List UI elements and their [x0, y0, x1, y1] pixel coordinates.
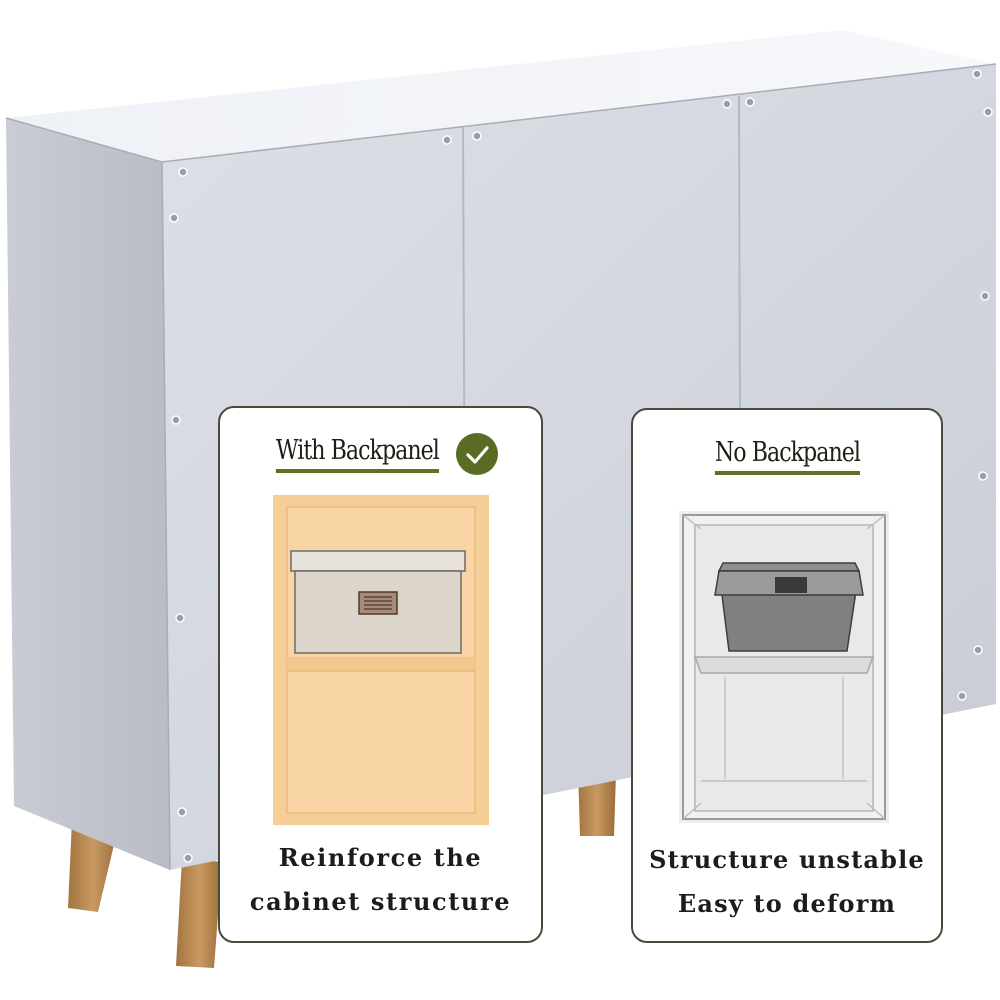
with-backpanel-caption: Reinforce the cabinet structure [249, 843, 512, 916]
screws [169, 69, 993, 863]
cabinet-without-backpanel-illustration [679, 511, 889, 823]
cabinet-side [6, 118, 170, 870]
cabinet-top [6, 30, 996, 162]
with-backpanel-title: With Backpanel [174, 434, 541, 473]
no-backpanel-card: No Backpanel [631, 408, 943, 943]
checkmark-circle-icon [456, 433, 498, 475]
cabinet-with-backpanel-illustration [273, 495, 489, 825]
with-backpanel-card: With Backpanel [218, 406, 543, 943]
no-backpanel-caption: Structure unstable Easy to deform [649, 845, 925, 918]
no-backpanel-title: No Backpanel [633, 436, 941, 475]
